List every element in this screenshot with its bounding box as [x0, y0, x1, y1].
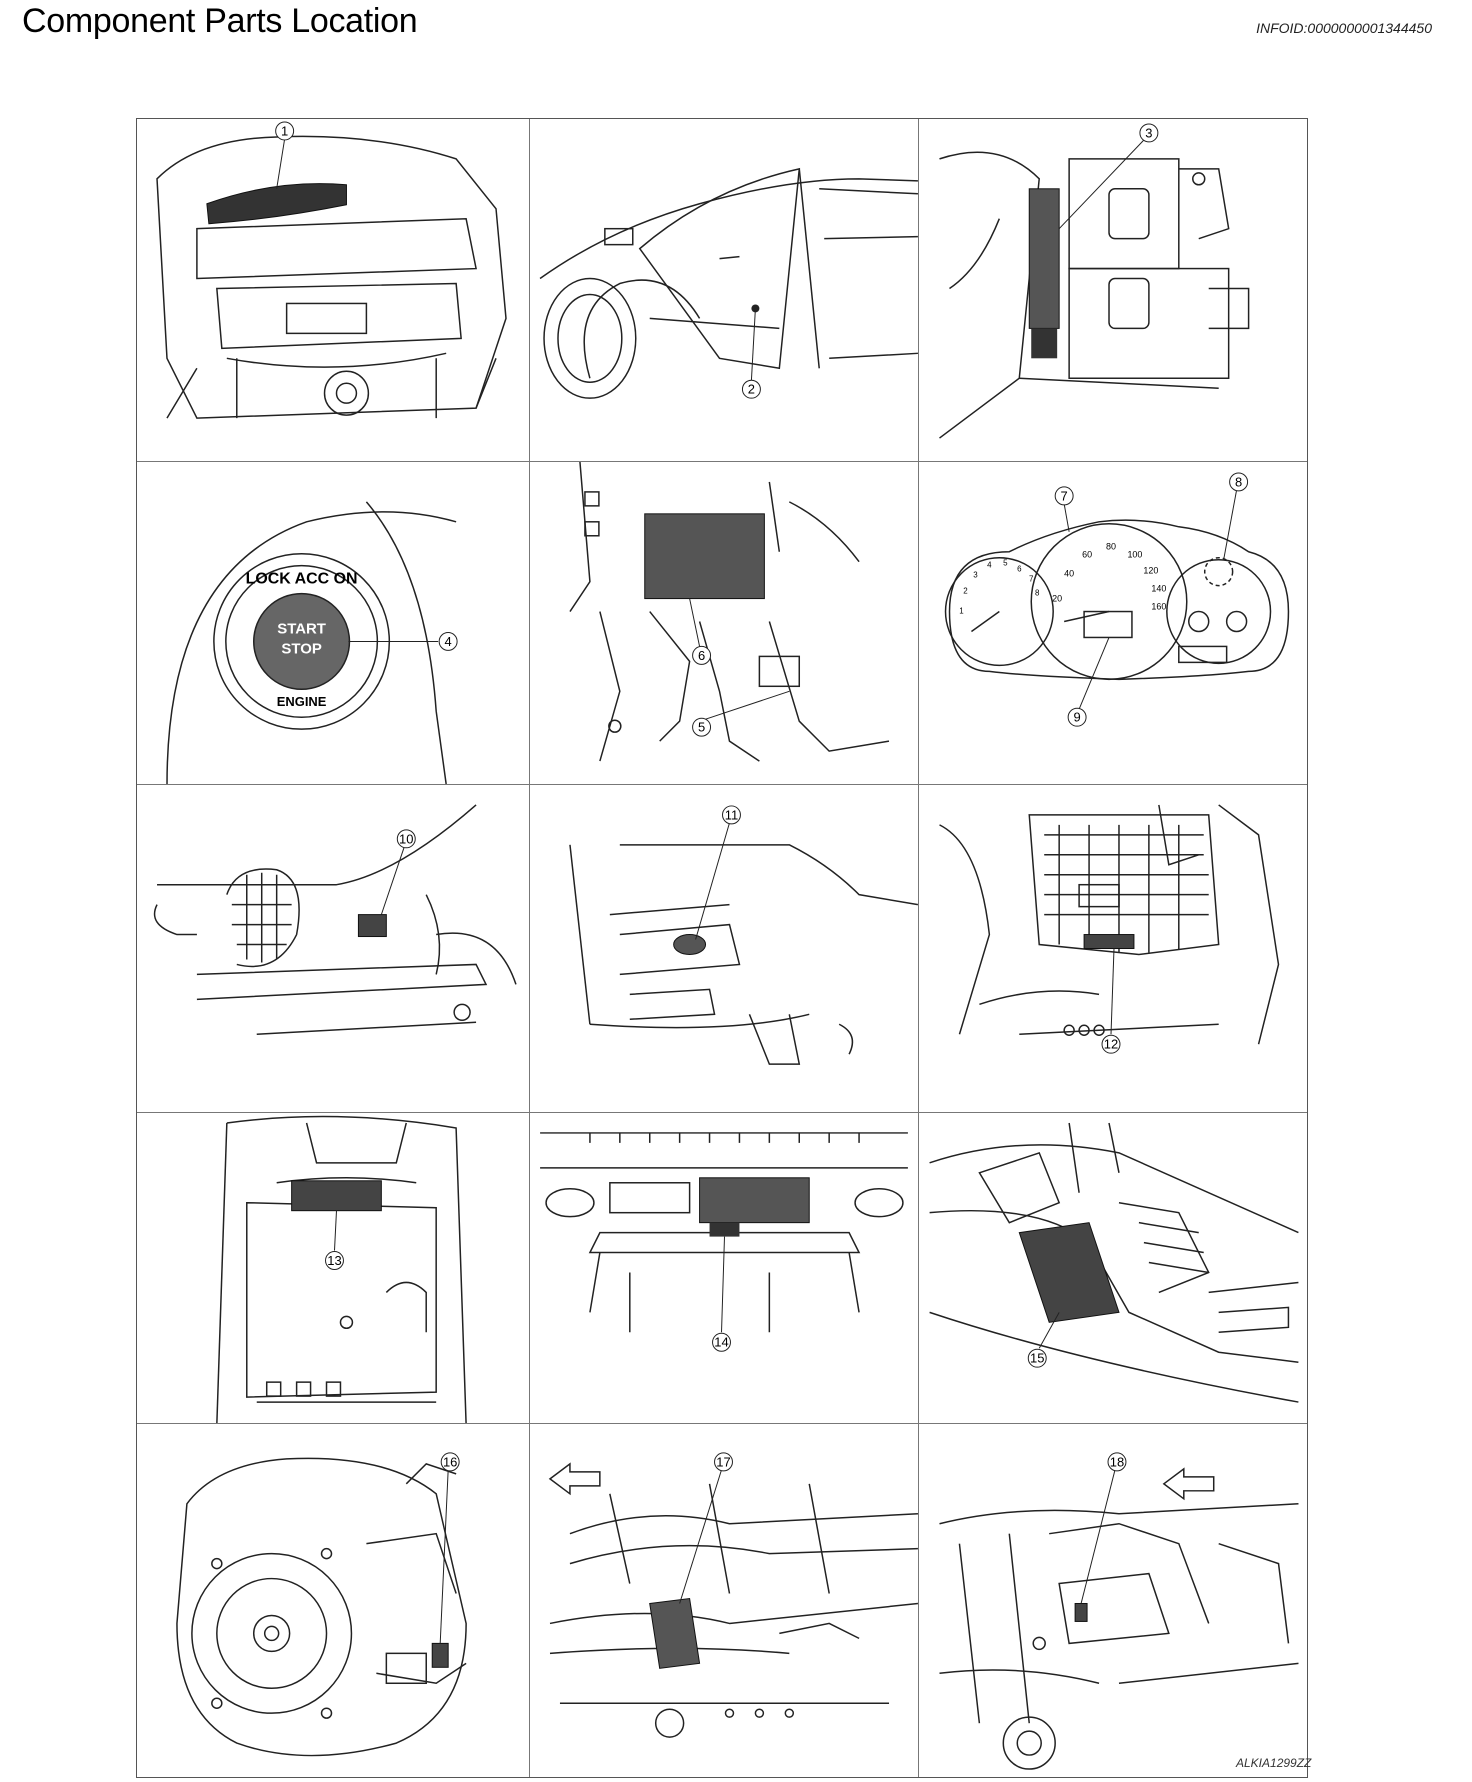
- callout-18: 18: [1110, 1454, 1124, 1469]
- callout-16: 16: [443, 1454, 457, 1469]
- info-id: INFOID:0000000001344450: [1256, 20, 1432, 36]
- panel-floor-area: 15: [919, 1113, 1307, 1424]
- panel-driver-door: 2: [530, 119, 919, 462]
- tach-tick: 7: [1029, 575, 1034, 584]
- speed-tick: 40: [1064, 569, 1074, 579]
- callout-15: 15: [1030, 1351, 1044, 1366]
- engine-harness-rear-illustration: 18: [939, 1452, 1299, 1770]
- driver-door-illustration: 2: [539, 167, 918, 399]
- tach-tick: 5: [1003, 559, 1008, 568]
- roof-area-illustration: 14: [540, 1132, 908, 1352]
- callout-10: 10: [399, 831, 413, 846]
- speed-tick: 80: [1106, 542, 1116, 552]
- panel-transaxle: 16: [137, 1424, 530, 1777]
- tach-tick: 2: [963, 587, 968, 596]
- callout-17: 17: [716, 1454, 730, 1469]
- engine-room-illustration: 1: [156, 121, 507, 419]
- callout-12: 12: [1104, 1037, 1118, 1052]
- tach-tick: 6: [1017, 565, 1022, 574]
- tach-tick: 3: [973, 571, 978, 580]
- callout-3: 3: [1145, 125, 1152, 140]
- bcm-area-illustration: 3: [939, 123, 1250, 439]
- panel-engine-harness-front: 17: [530, 1424, 919, 1777]
- panel-bcm-area: 3: [919, 119, 1307, 462]
- panel-fuse-block: 6 5: [530, 462, 919, 785]
- panel-key-slot: 11: [530, 785, 919, 1113]
- callout-5: 5: [698, 720, 705, 735]
- panel-engine-harness-rear: 18: [919, 1424, 1307, 1777]
- speed-tick: 20: [1052, 594, 1062, 604]
- panel-steering-lock: 10: [137, 785, 530, 1113]
- fuse-block-illustration: 6 5: [569, 462, 890, 762]
- tach-tick: 4: [987, 561, 992, 570]
- callout-11: 11: [725, 807, 738, 822]
- callout-7: 7: [1061, 488, 1068, 503]
- steering-lock-illustration: 10: [153, 804, 517, 1035]
- panel-push-button-switch: LOCK ACC ON START STOP ENGINE 4: [137, 462, 530, 785]
- combination-meter-illustration: 20 40 60 80 100 120 140 160 1 2 3 4 5 6 …: [944, 472, 1290, 727]
- figure-code: ALKIA1299ZZ: [1236, 1756, 1312, 1770]
- glove-box-area-illustration: 12: [939, 804, 1280, 1054]
- callout-1: 1: [281, 123, 288, 138]
- panel-combination-meter: 20 40 60 80 100 120 140 160 1 2 3 4 5 6 …: [919, 462, 1307, 785]
- page-title: Component Parts Location: [22, 2, 418, 40]
- callout-8: 8: [1235, 474, 1242, 489]
- callout-4: 4: [445, 634, 452, 649]
- parts-location-grid: 1 2: [136, 118, 1308, 1778]
- push-button-stop: STOP: [281, 640, 321, 657]
- speed-tick: 140: [1151, 584, 1166, 594]
- speed-tick: 120: [1143, 566, 1158, 576]
- callout-6: 6: [698, 648, 705, 663]
- callout-14: 14: [714, 1335, 728, 1350]
- center-console-illustration: 13: [216, 1115, 467, 1423]
- floor-area-illustration: 15: [929, 1122, 1299, 1403]
- arrow-left-icon: [1162, 1467, 1215, 1501]
- transaxle-illustration: 16: [176, 1452, 467, 1757]
- speedometer-ticks: 20 40 60 80 100 120 140 160: [1052, 542, 1166, 612]
- arrow-left-icon: [548, 1462, 601, 1496]
- callout-9: 9: [1074, 710, 1081, 725]
- speed-tick: 60: [1082, 550, 1092, 560]
- push-button-start: START: [277, 620, 326, 637]
- panel-engine-room: 1: [137, 119, 530, 462]
- tachometer-ticks: 1 2 3 4 5 6 7 8: [959, 559, 1040, 616]
- speed-tick: 160: [1151, 602, 1166, 612]
- panel-center-console: 13: [137, 1113, 530, 1424]
- push-button-ring-text: LOCK ACC ON: [246, 571, 358, 588]
- tach-tick: 1: [959, 607, 964, 616]
- callout-2: 2: [748, 382, 755, 397]
- push-button-engine: ENGINE: [277, 694, 327, 709]
- key-slot-illustration: 11: [569, 805, 918, 1065]
- speed-tick: 100: [1127, 550, 1142, 560]
- panel-roof-area: 14: [530, 1113, 919, 1424]
- push-button-illustration: LOCK ACC ON START STOP ENGINE 4: [166, 501, 458, 784]
- callout-13: 13: [327, 1253, 341, 1268]
- panel-glove-box-area: 12: [919, 785, 1307, 1113]
- tach-tick: 8: [1035, 589, 1040, 598]
- engine-harness-front-illustration: 17: [548, 1452, 918, 1738]
